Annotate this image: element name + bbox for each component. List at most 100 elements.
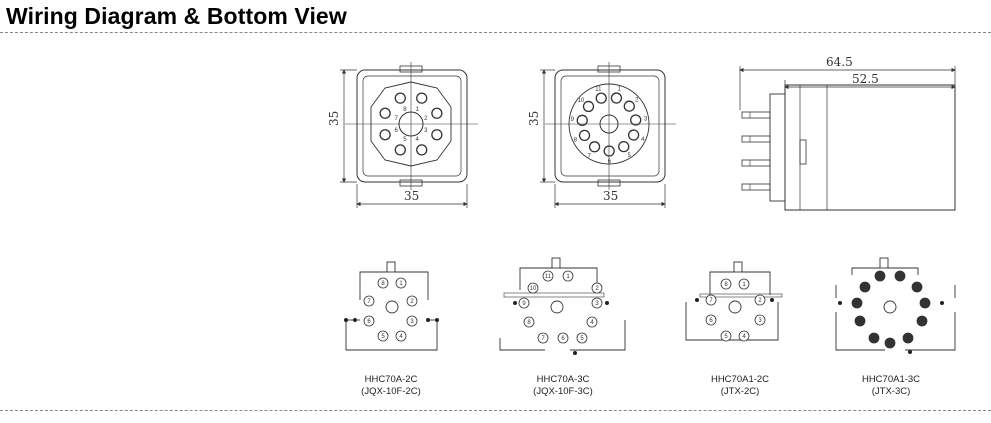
wiring-2-pin: 10	[527, 282, 539, 294]
top-divider	[0, 32, 991, 33]
svg-text:7: 7	[541, 336, 545, 342]
wiring-4-pin: 3	[919, 297, 931, 309]
svg-text:8: 8	[381, 281, 385, 287]
svg-text:2: 2	[915, 285, 919, 291]
wiring-2-pin: 7	[537, 332, 549, 344]
wiring-4-pin: 7	[868, 332, 880, 344]
wiring-hhc70a1-2c: 8 1 2 3 4 5 6 7	[685, 261, 783, 342]
bottom-view-2c-dimensions: 35 35	[327, 69, 468, 208]
wiring-hhc70a-3c-base: (JQX-10F-3C)	[533, 386, 593, 397]
svg-text:5: 5	[403, 137, 407, 143]
wiring-3-pin: 4	[738, 330, 750, 342]
wiring-2-pin: 2	[591, 282, 603, 294]
wiring-3-pin: 7	[705, 294, 717, 306]
wiring-2-pin: 11	[542, 270, 554, 282]
bottom-view-2c-width-label: 35	[404, 189, 419, 203]
svg-text:8: 8	[858, 319, 862, 325]
side-view-total-length-label: 64.5	[826, 55, 853, 69]
wiring-2-pin: 1	[562, 270, 574, 282]
wiring-3-pin: 2	[754, 294, 766, 306]
wiring-2-pin: 9	[518, 297, 530, 309]
wiring-2-pin: 3	[591, 297, 603, 309]
svg-text:9: 9	[522, 301, 526, 307]
svg-text:3: 3	[644, 117, 648, 123]
svg-text:1: 1	[399, 281, 403, 287]
wiring-1-pin: 2	[406, 295, 418, 307]
svg-text:7: 7	[395, 116, 399, 122]
wiring-hhc70a-3c-model: HHC70A-3C	[537, 374, 590, 385]
wiring-hhc70a1-2c-model: HHC70A1-2C	[711, 374, 769, 385]
wiring-2-pin: 6	[557, 332, 569, 344]
wiring-1-pin: 8	[377, 277, 389, 289]
svg-text:8: 8	[574, 138, 578, 144]
side-view-body-length-label: 52.5	[852, 72, 879, 86]
wiring-2-pin: 5	[576, 332, 588, 344]
wiring-hhc70a1-2c-pins: 8 1 2 3 4 5 6 7	[695, 278, 774, 342]
svg-text:11: 11	[595, 87, 602, 93]
bottom-divider	[0, 410, 991, 411]
svg-text:2: 2	[595, 286, 599, 292]
bottom-view-2c-height-label: 35	[327, 111, 341, 126]
wiring-1-pin: 4	[395, 330, 407, 342]
svg-text:6: 6	[888, 341, 892, 347]
wiring-3-pin: 6	[705, 314, 717, 326]
svg-text:11: 11	[545, 274, 552, 280]
svg-text:3: 3	[923, 301, 927, 307]
svg-text:4: 4	[415, 137, 419, 143]
bottom-view-3c-width-label: 35	[603, 189, 618, 203]
svg-text:1: 1	[618, 86, 622, 92]
svg-text:10: 10	[530, 286, 537, 292]
svg-text:6: 6	[395, 128, 399, 134]
wiring-hhc70a-2c-model: HHC70A-2C	[365, 374, 418, 385]
wiring-1-pin: 5	[377, 330, 389, 342]
wiring-1-pin: 7	[363, 295, 375, 307]
svg-text:1: 1	[898, 274, 902, 280]
wiring-4-pin: 4	[916, 315, 928, 327]
svg-text:7: 7	[367, 299, 371, 305]
wiring-hhc70a1-3c-base: (JTX-3C)	[872, 386, 911, 397]
svg-text:3: 3	[595, 301, 599, 307]
svg-text:4: 4	[590, 320, 594, 326]
svg-text:7: 7	[872, 336, 876, 342]
svg-text:2: 2	[635, 98, 639, 104]
svg-text:6: 6	[561, 336, 565, 342]
svg-text:4: 4	[920, 319, 924, 325]
svg-text:1: 1	[742, 282, 746, 288]
svg-text:9: 9	[855, 301, 859, 307]
svg-text:4: 4	[399, 334, 403, 340]
svg-text:4: 4	[742, 334, 746, 340]
wiring-hhc70a-2c-base: (JQX-10F-2C)	[361, 386, 421, 397]
svg-text:7: 7	[709, 298, 713, 304]
svg-text:11: 11	[877, 274, 884, 280]
wiring-1-pin: 3	[406, 315, 418, 327]
svg-text:8: 8	[724, 282, 728, 288]
wiring-3-pin: 8	[720, 278, 732, 290]
svg-text:4: 4	[641, 137, 645, 143]
wiring-4-pin: 9	[851, 297, 863, 309]
wiring-4-pin: 5	[902, 332, 914, 344]
svg-text:5: 5	[381, 334, 385, 340]
svg-text:9: 9	[571, 117, 575, 123]
wiring-hhc70a1-3c-model: HHC70A1-3C	[862, 374, 920, 385]
side-view-dimensions: 64.5 52.5	[739, 55, 956, 110]
svg-text:3: 3	[758, 318, 762, 324]
svg-text:8: 8	[527, 320, 531, 326]
wiring-3-pin: 3	[754, 314, 766, 326]
wiring-4-pin: 8	[854, 315, 866, 327]
section-title: Wiring Diagram & Bottom View	[6, 3, 347, 29]
svg-text:2: 2	[410, 299, 414, 305]
svg-text:5: 5	[580, 336, 584, 342]
wiring-1-pin: 1	[395, 277, 407, 289]
bottom-view-3c-dimensions: 35 35	[527, 69, 666, 208]
side-view	[741, 84, 956, 211]
svg-text:5: 5	[724, 334, 728, 340]
svg-text:3: 3	[424, 128, 428, 134]
